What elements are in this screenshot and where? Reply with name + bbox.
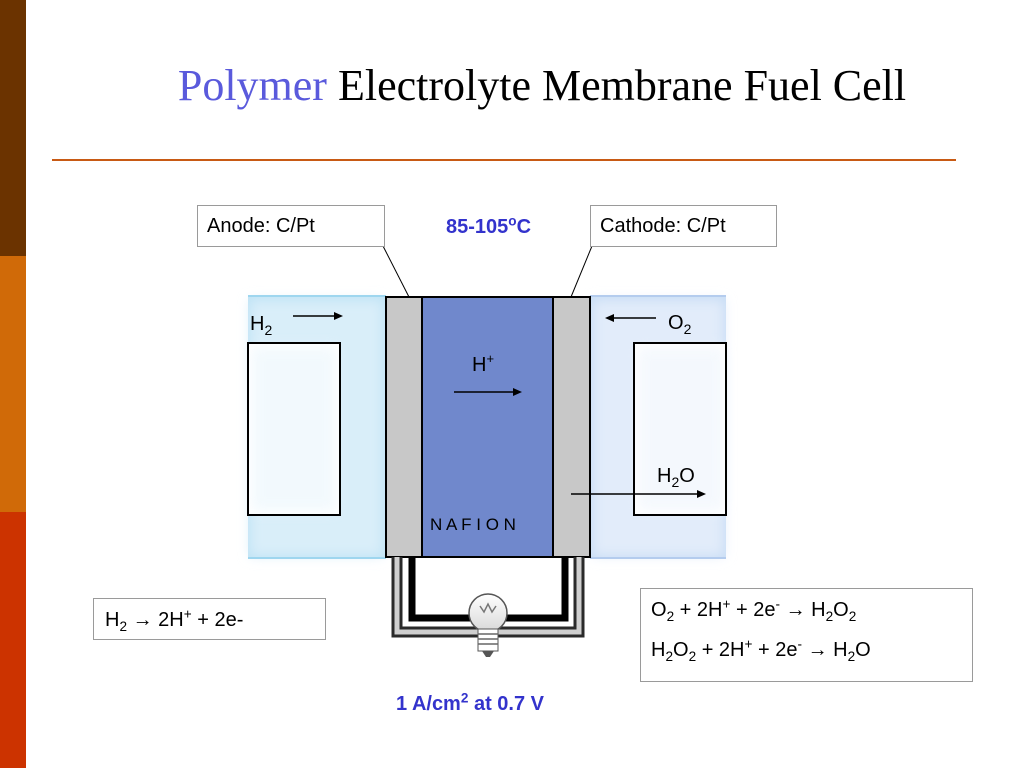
anode-label: Anode: C/Pt — [207, 215, 315, 237]
reaction-arrow-icon: → — [785, 599, 806, 621]
anode-reaction-box: H2 → 2H+ + 2e- — [93, 598, 326, 640]
reaction-arrow-icon: → — [132, 609, 153, 631]
title-rest: Electrolyte Membrane Fuel Cell — [337, 61, 907, 110]
cathode-reaction-box: O2 + 2H+ + 2e- → H2O2 H2O2 + 2H+ + 2e- →… — [640, 588, 973, 682]
proton-label: H+ — [472, 351, 494, 376]
cathode-leader-line — [570, 245, 593, 298]
water-outlet-label: H2O — [657, 465, 695, 490]
performance-label: 1 A/cm2 at 0.7 V — [396, 690, 545, 715]
title-accent: Polymer — [177, 61, 327, 110]
right-arrow-icon — [293, 312, 343, 320]
sidebar-band-middle — [0, 256, 26, 512]
membrane-label: N A F I O N — [430, 515, 516, 534]
hydrogen-inlet-label: H2 — [250, 313, 272, 338]
reaction-arrow-icon: → — [807, 639, 828, 661]
anode-flow-channel — [247, 295, 386, 559]
anode-electrode — [385, 296, 423, 558]
anode-label-box: Anode: C/Pt — [197, 205, 385, 247]
operating-temperature: 85-105oC — [446, 213, 532, 238]
cathode-label-box: Cathode: C/Pt — [590, 205, 777, 247]
sidebar-band-top — [0, 0, 26, 256]
cathode-reaction-step-1: O2 + 2H+ + 2e- → H2O2 — [651, 596, 857, 624]
sidebar-band-bottom — [0, 512, 26, 768]
cathode-label: Cathode: C/Pt — [600, 215, 726, 237]
proton-arrow-icon — [454, 388, 522, 396]
left-arrow-icon — [605, 314, 656, 322]
title-divider — [52, 159, 956, 161]
anode-leader-line — [382, 245, 410, 298]
anode-reaction: H2 → 2H+ + 2e- — [105, 606, 244, 634]
cathode-reaction-step-2: H2O2 + 2H+ + 2e- → H2O — [651, 636, 871, 664]
water-arrow-icon — [571, 490, 706, 498]
cathode-electrode — [552, 296, 591, 558]
nafion-membrane — [421, 296, 554, 558]
page-title: Polymer Electrolyte Membrane Fuel Cell — [0, 60, 1024, 111]
oxygen-inlet-label: O2 — [668, 312, 692, 337]
light-bulb-icon — [468, 593, 508, 657]
cathode-flow-channel — [590, 295, 727, 559]
